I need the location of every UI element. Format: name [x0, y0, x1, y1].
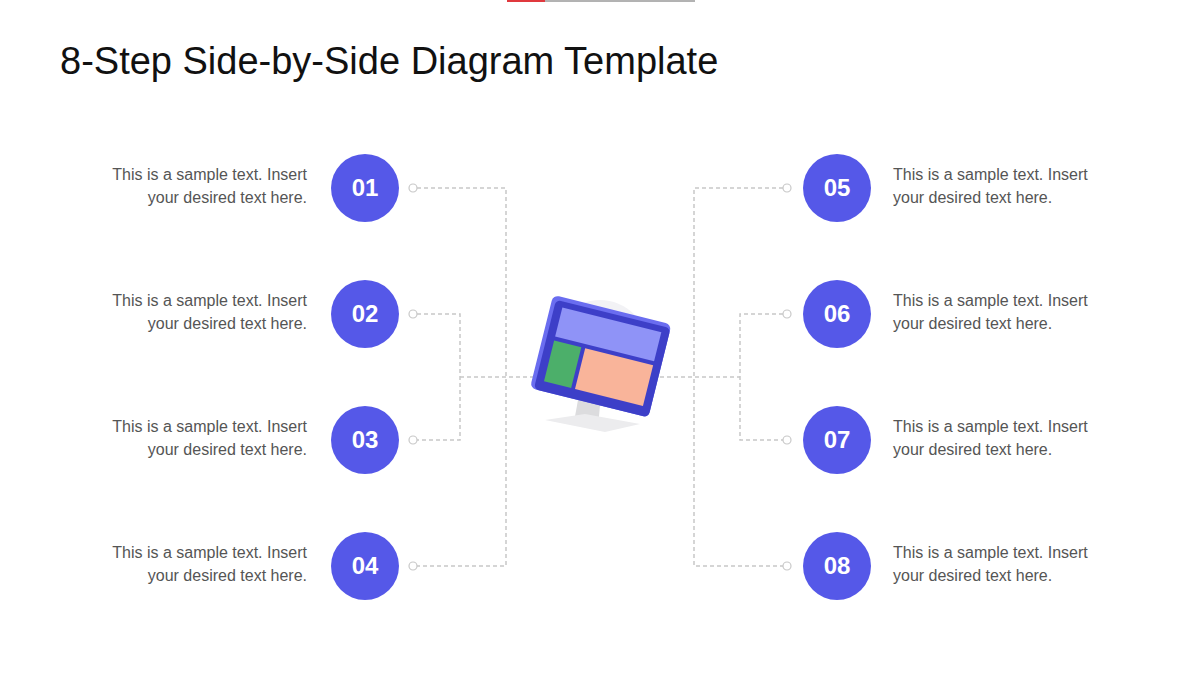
- step-description: This is a sample text. Insert your desir…: [893, 163, 1118, 209]
- step-circle: 08: [803, 532, 871, 600]
- step-description: This is a sample text. Insert your desir…: [82, 541, 307, 587]
- step-circle: 05: [803, 154, 871, 222]
- step-description: This is a sample text. Insert your desir…: [893, 415, 1118, 461]
- step-circle: 02: [331, 280, 399, 348]
- step-description: This is a sample text. Insert your desir…: [893, 541, 1118, 587]
- inner-bracket-right: [740, 314, 783, 440]
- slide-title: 8-Step Side-by-Side Diagram Template: [60, 40, 718, 83]
- step-number: 06: [824, 300, 851, 328]
- step-description: This is a sample text. Insert your desir…: [82, 415, 307, 461]
- step-circle: 04: [331, 532, 399, 600]
- step-description: This is a sample text. Insert your desir…: [82, 289, 307, 335]
- step-description: This is a sample text. Insert your desir…: [82, 163, 307, 209]
- step-node: 08 This is a sample text. Insert your des…: [803, 532, 1120, 600]
- center-line-right: [660, 376, 740, 378]
- step-number: 05: [824, 174, 851, 202]
- leader-lines: [417, 188, 783, 566]
- step-node: 07 This is a sample text. Insert your des…: [803, 406, 1120, 474]
- step-circle: 01: [331, 154, 399, 222]
- step-number: 04: [352, 552, 379, 580]
- step-number: 07: [824, 426, 851, 454]
- inner-bracket-left: [417, 314, 460, 440]
- leader-dots: [409, 184, 791, 570]
- step-number: 01: [352, 174, 379, 202]
- step-node: 04 This is a sample text. Insert your des…: [82, 532, 399, 600]
- step-node: 05 This is a sample text. Insert your des…: [803, 154, 1120, 222]
- center-line-left: [460, 376, 540, 378]
- step-node: 02 This is a sample text. Insert your des…: [82, 280, 399, 348]
- step-circle: 07: [803, 406, 871, 474]
- step-number: 03: [352, 426, 379, 454]
- top-rule: [545, 1, 695, 2]
- step-circle: 03: [331, 406, 399, 474]
- top-accent: [507, 0, 545, 2]
- step-number: 02: [352, 300, 379, 328]
- step-node: 03 This is a sample text. Insert your des…: [82, 406, 399, 474]
- step-description: This is a sample text. Insert your desir…: [893, 289, 1118, 335]
- step-node: 06 This is a sample text. Insert your des…: [803, 280, 1120, 348]
- step-number: 08: [824, 552, 851, 580]
- step-node: 01 This is a sample text. Insert your des…: [82, 154, 399, 222]
- step-circle: 06: [803, 280, 871, 348]
- monitor-icon: [530, 295, 672, 432]
